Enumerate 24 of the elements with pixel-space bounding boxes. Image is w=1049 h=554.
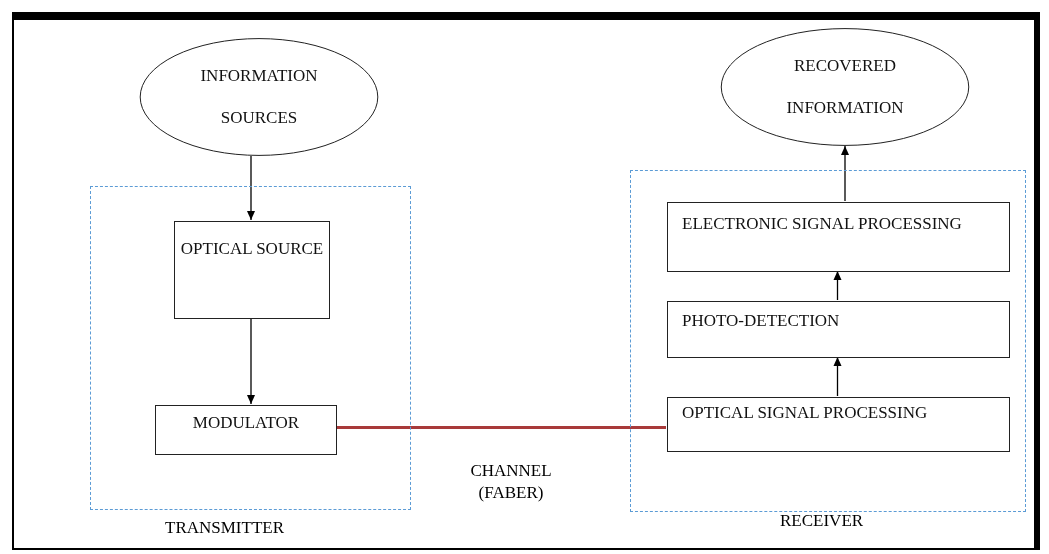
process-box bbox=[667, 202, 1010, 272]
node-text: MODULATOR bbox=[191, 412, 301, 431]
arrow bbox=[247, 155, 255, 221]
arrow bbox=[841, 145, 849, 202]
group-label: RECEIVER bbox=[780, 511, 864, 531]
group-box bbox=[90, 186, 411, 510]
connector-line bbox=[336, 426, 666, 429]
process-box bbox=[667, 301, 1010, 358]
node-text: PHOTO-DETECTION bbox=[681, 310, 841, 332]
process-box bbox=[155, 405, 337, 455]
node-text: INFORMATION SOURCES bbox=[199, 64, 319, 129]
group-label: TRANSMITTER bbox=[165, 518, 284, 538]
node-text: OPTICAL SIGNAL PROCESSING bbox=[681, 402, 929, 424]
ellipse-node bbox=[139, 38, 379, 156]
group-box bbox=[630, 170, 1026, 512]
process-box bbox=[667, 397, 1010, 452]
arrow bbox=[833, 270, 842, 301]
node-text: OPTICAL SOURCE bbox=[179, 238, 325, 260]
node-text: RECOVERED INFORMATION bbox=[785, 54, 905, 119]
arrow bbox=[247, 317, 255, 405]
node-text: ELECTRONIC SIGNAL PROCESSING bbox=[681, 213, 963, 235]
process-box bbox=[174, 221, 330, 319]
ellipse-node bbox=[720, 28, 970, 146]
arrow bbox=[833, 356, 842, 397]
